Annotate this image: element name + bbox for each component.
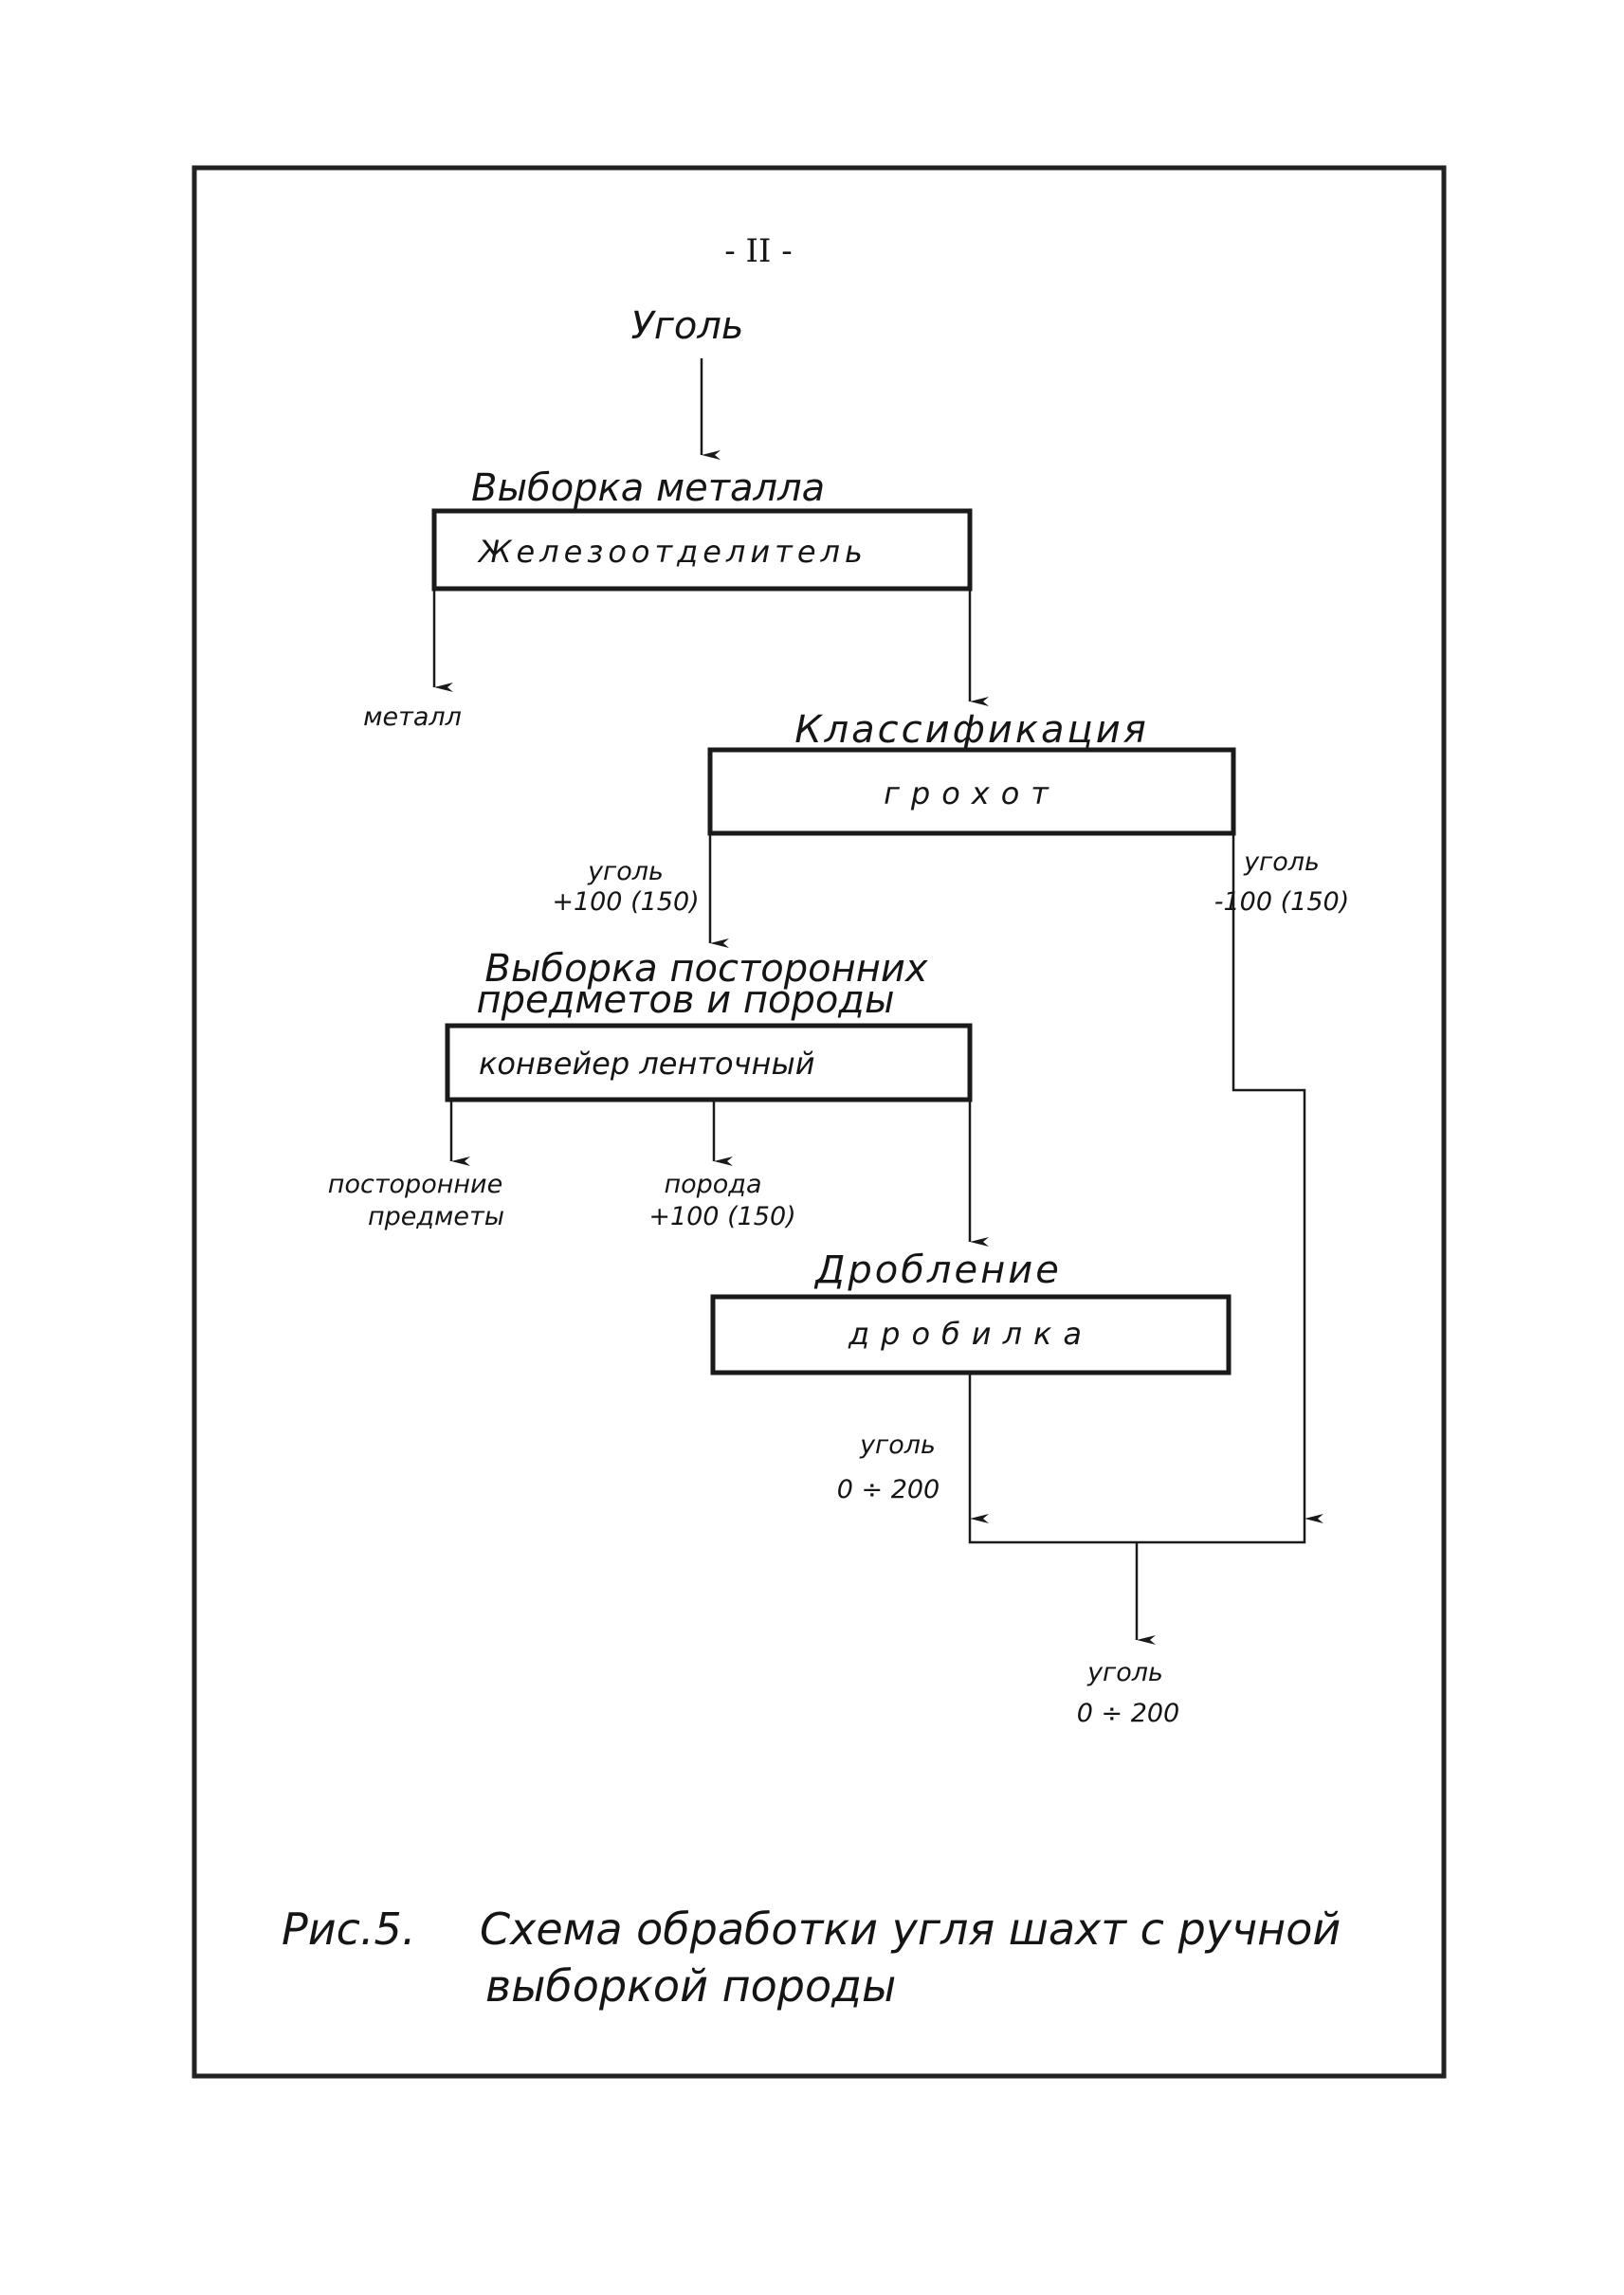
input-coal-label: Уголь	[630, 304, 743, 348]
final-coal-label-2: 0 ÷ 200	[1077, 1699, 1180, 1728]
rock-label-1: порода	[664, 1170, 761, 1199]
screen-label: грохот	[884, 775, 1060, 811]
stage-crushing-title: Дробление	[813, 1248, 1062, 1292]
crushed-coal-label-1: уголь	[859, 1430, 936, 1460]
output-metal-label: металл	[363, 702, 462, 732]
rock-label-2: +100 (150)	[648, 1202, 795, 1231]
box-belt-conveyor	[445, 1023, 973, 1102]
figure-label: Рис.5.	[282, 1903, 415, 1955]
box-crusher	[710, 1294, 1232, 1375]
iron-separator-label: Железоотделитель	[477, 534, 867, 570]
page-number: - II -	[724, 232, 792, 270]
coal-plus-label-2: +100 (150)	[552, 887, 699, 917]
coal-minus-label-2: -100 (150)	[1214, 887, 1349, 917]
stage-picking-title-2: предметов и породы	[476, 978, 894, 1022]
merge-line	[968, 1519, 1306, 1544]
coal-minus-label-1: уголь	[1243, 847, 1320, 877]
belt-conveyor-label: конвейер ленточный	[479, 1046, 815, 1082]
stage-picking-title-1: Выборка посторонних	[484, 947, 927, 991]
bypass-line-minus-coal	[1232, 833, 1323, 1523]
box-screen	[707, 747, 1236, 836]
stage-metal-removal-title: Выборка металла	[471, 466, 825, 510]
page-frame	[192, 165, 1447, 2079]
crushed-coal-label-2: 0 ÷ 200	[837, 1475, 940, 1504]
crusher-label: дробилка	[848, 1316, 1093, 1352]
foreign-objects-label-1: посторонние	[328, 1170, 502, 1199]
stage-classification-title: Классификация	[794, 708, 1149, 752]
caption-line-2: выборкой породы	[485, 1960, 896, 2012]
foreign-objects-label-2: предметы	[368, 1202, 504, 1231]
coal-plus-label-1: уголь	[587, 857, 664, 886]
final-coal-label-1: уголь	[1086, 1658, 1163, 1687]
box-iron-separator	[431, 508, 973, 592]
caption-line-1: Схема обработки угля шахт с ручной	[480, 1903, 1341, 1955]
